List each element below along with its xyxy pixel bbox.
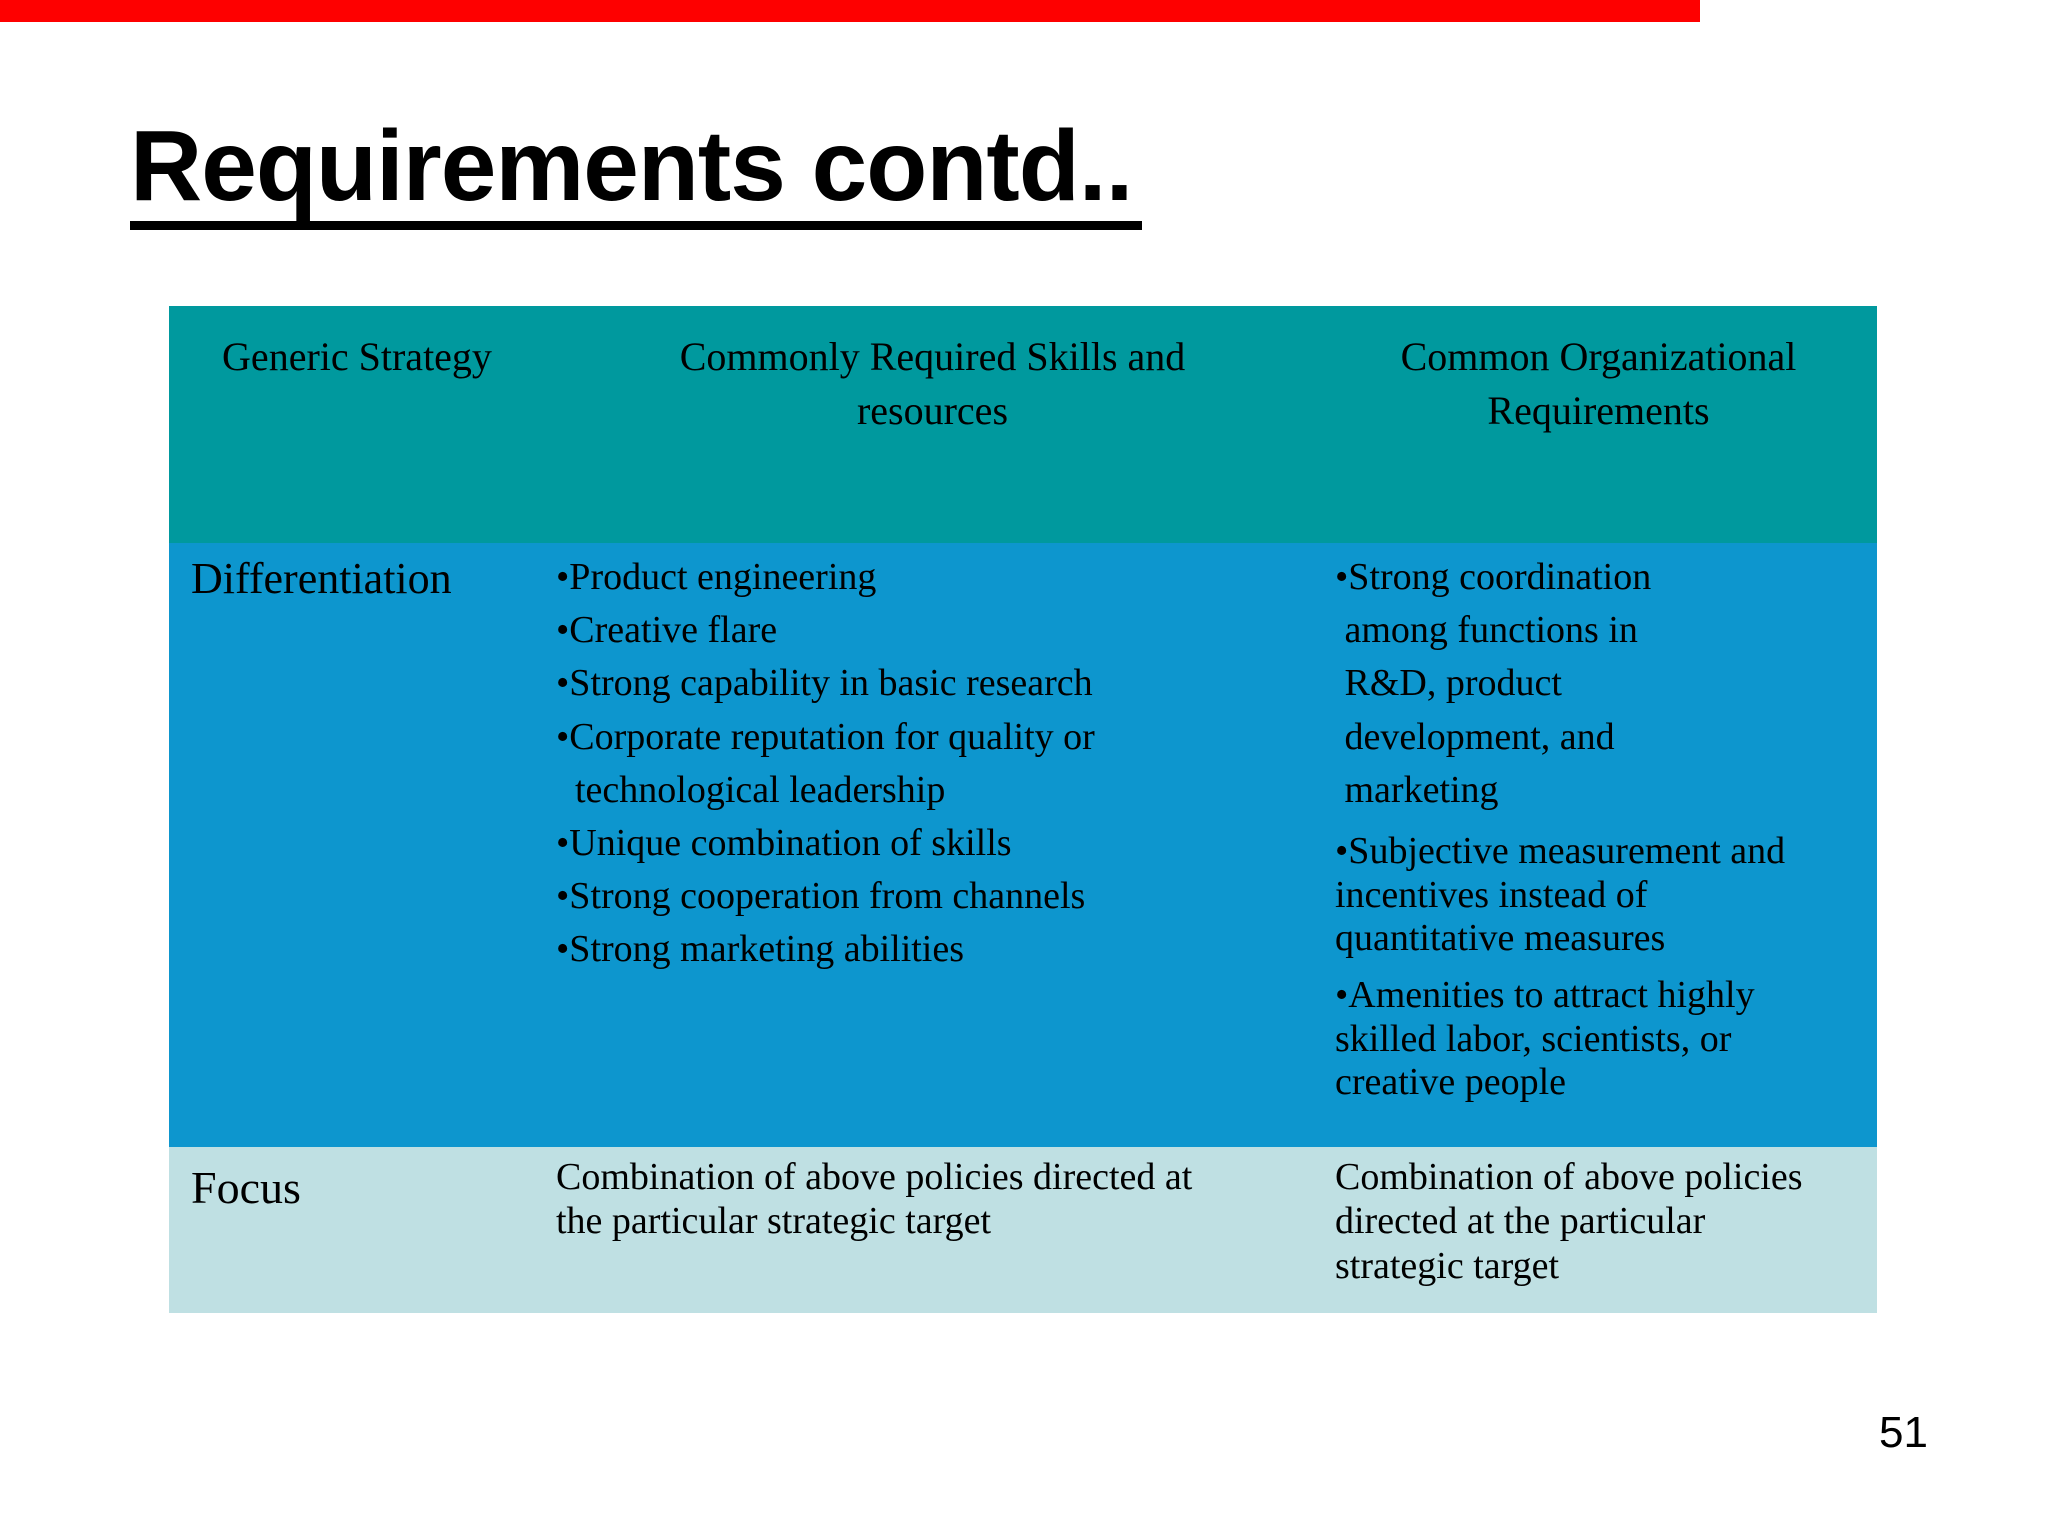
differentiation-org-list: •Strong coordination among functions in … xyxy=(1320,543,1877,1147)
table-header-row: Generic Strategy Commonly Required Skill… xyxy=(169,306,1877,543)
skill-bullet: •Strong capability in basic research xyxy=(556,662,1093,705)
skill-bullet: •Strong cooperation from channels xyxy=(556,875,1086,918)
page-title-text: Requirements contd.. xyxy=(130,116,1143,230)
page-title: Requirements contd.. xyxy=(130,116,1143,230)
skill-bullet: •Strong marketing abilities xyxy=(556,928,965,971)
differentiation-label: Differentiation xyxy=(191,554,452,603)
focus-label: Focus xyxy=(191,1162,301,1213)
org-bullet: •Subjective measurement and incentives i… xyxy=(1335,829,1786,960)
header-skills-resources: Commonly Required Skills and resources xyxy=(679,334,1186,433)
differentiation-row: Differentiation •Product engineering •Cre… xyxy=(169,543,1877,1147)
page-number: 51 xyxy=(1879,1408,1928,1457)
header-organizational-requirements: Common Organizational Requirements xyxy=(1400,334,1797,433)
skill-bullet: •Product engineering xyxy=(556,556,877,598)
skill-bullet: •Corporate reputation for quality or tec… xyxy=(556,715,1095,811)
focus-org-text: Combination of above policies directed a… xyxy=(1335,1156,1803,1287)
strategy-table: Generic Strategy Commonly Required Skill… xyxy=(169,306,1877,1313)
focus-row: Focus Combination of above policies dire… xyxy=(169,1147,1877,1313)
header-generic-strategy: Generic Strategy xyxy=(222,334,492,379)
skill-bullet: •Creative flare xyxy=(556,609,778,652)
org-bullet: •Strong coordination among functions in … xyxy=(1335,556,1652,811)
focus-skills-text: Combination of above policies directed a… xyxy=(556,1156,1193,1243)
org-bullet: •Amenities to attract highly skilled lab… xyxy=(1335,974,1755,1104)
differentiation-skills-list: •Product engineering •Creative flare •Stro… xyxy=(545,543,1320,1147)
skill-bullet: •Unique combination of skills xyxy=(556,821,1012,864)
red-progress-bar xyxy=(0,0,1700,22)
